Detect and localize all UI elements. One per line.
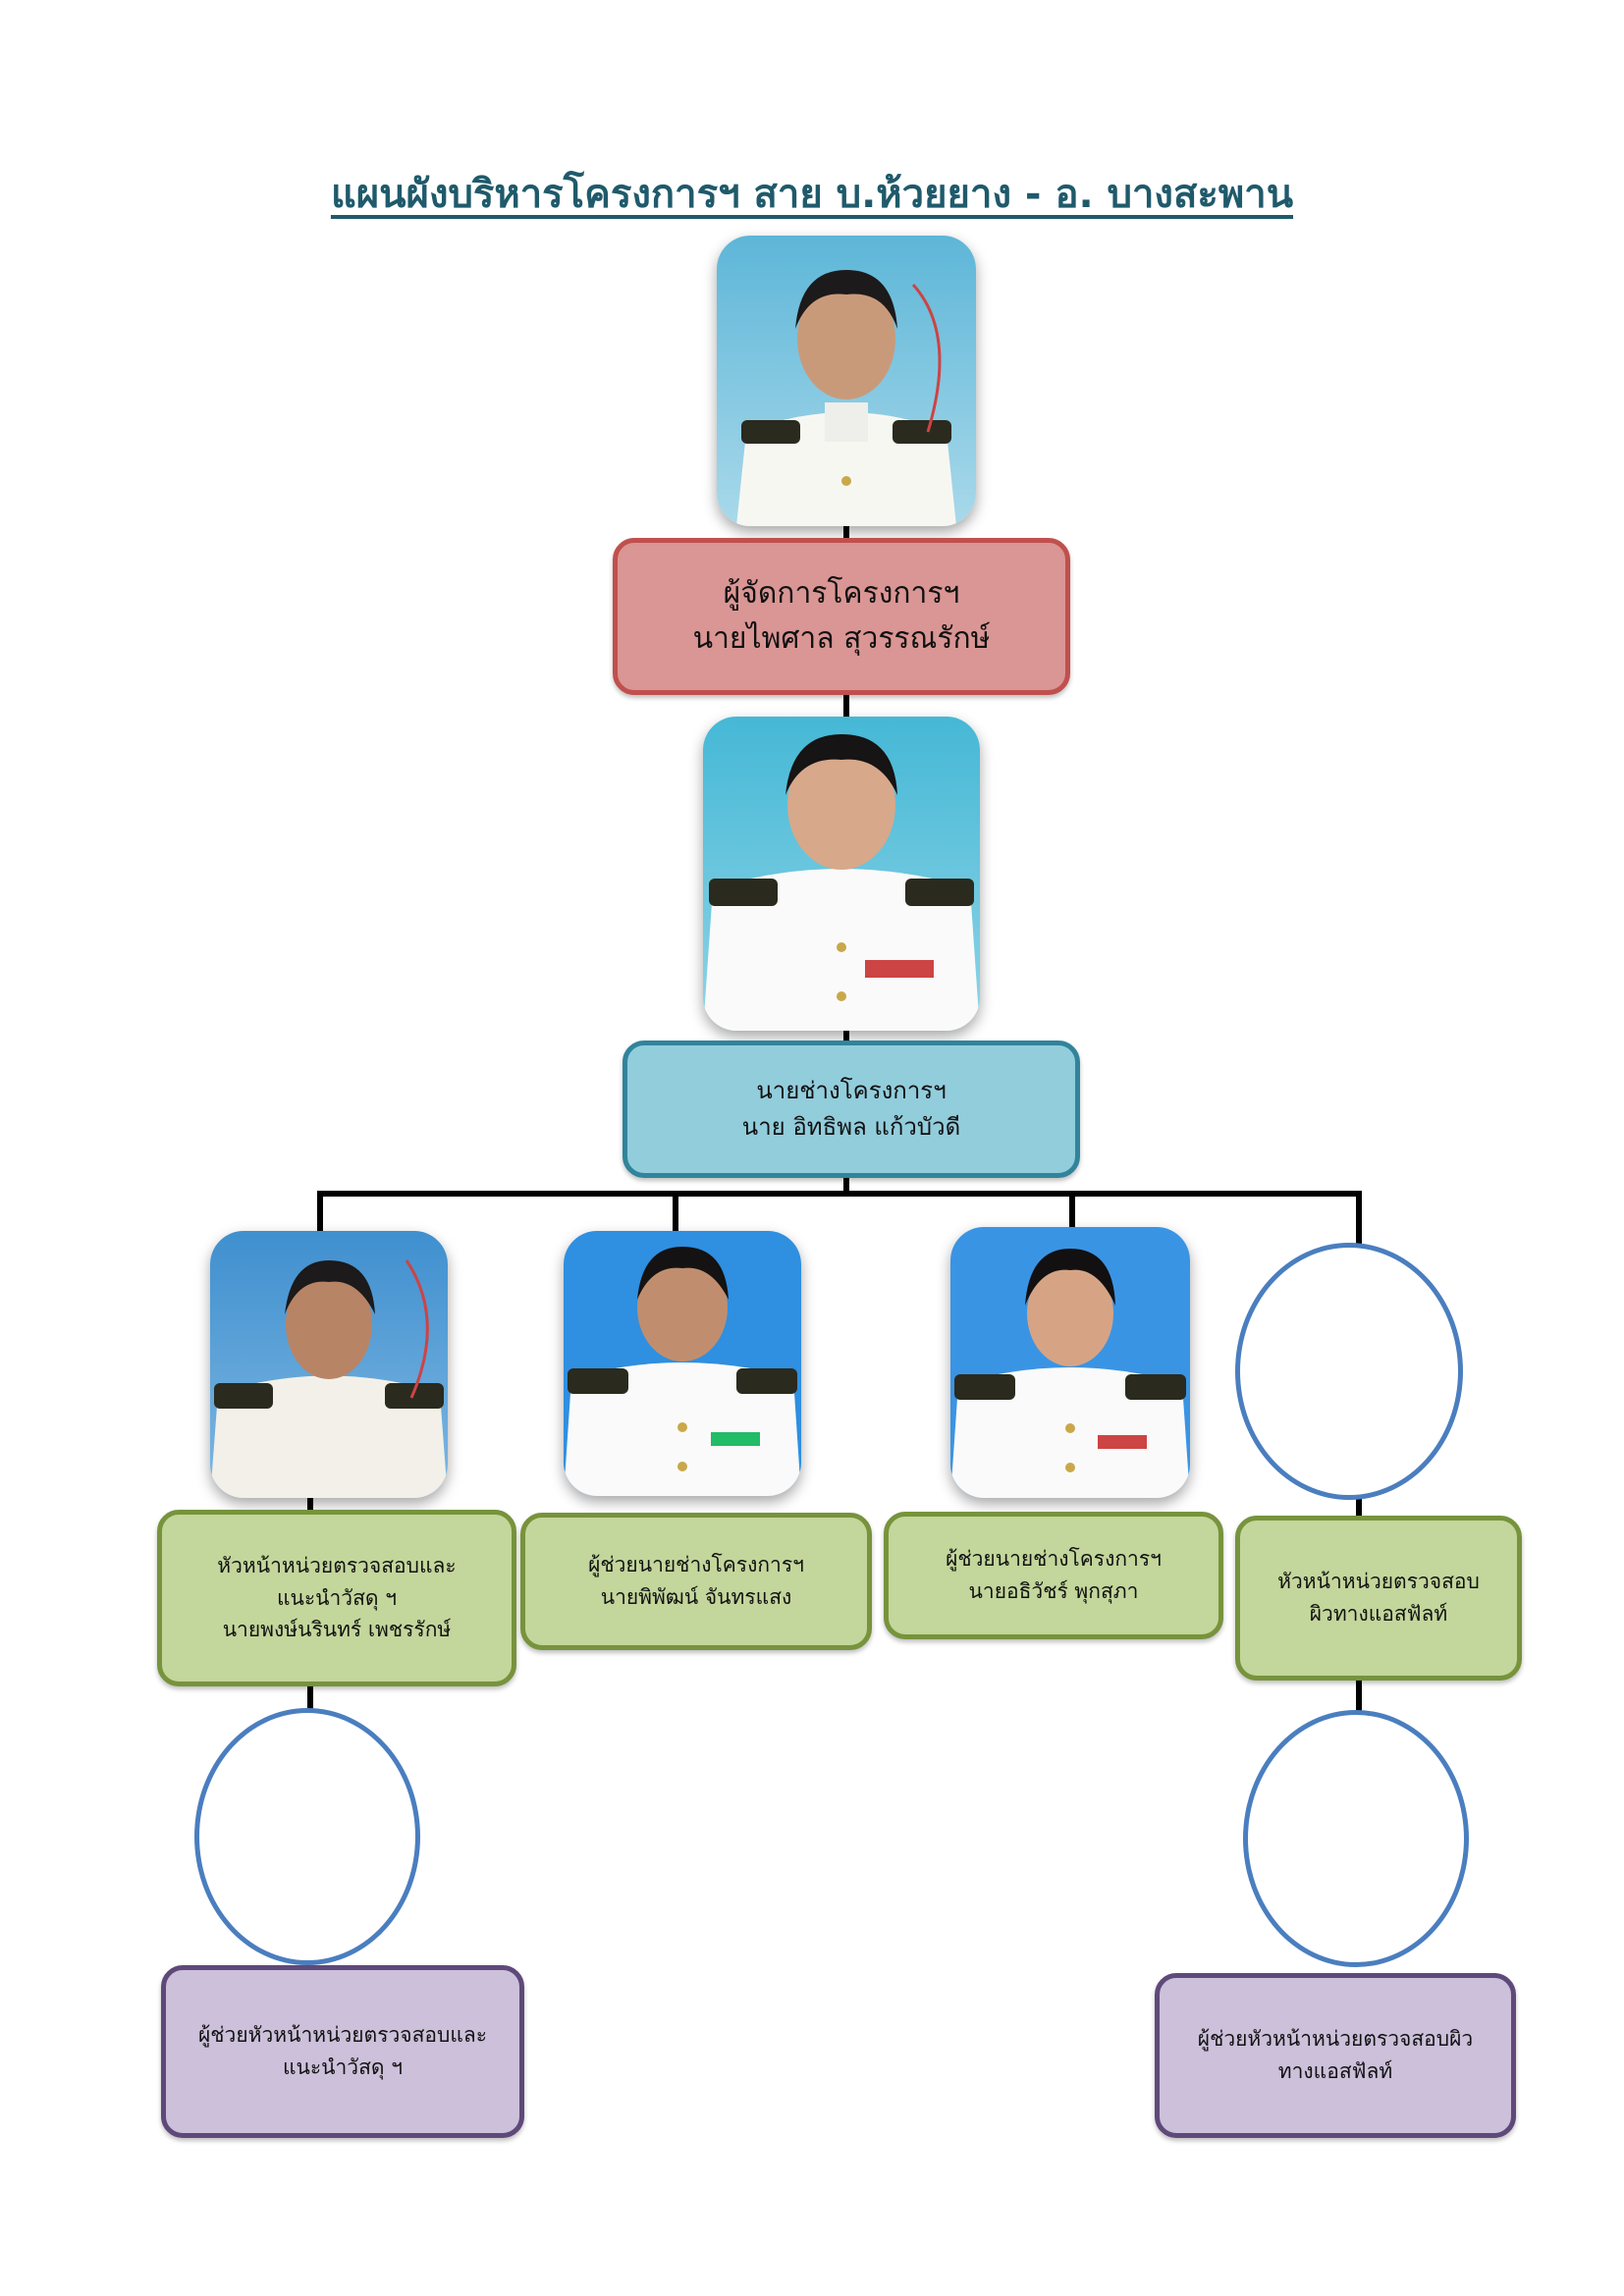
assistant-1-line-2: แนะนำวัสดุ ฯ bbox=[282, 2056, 404, 2079]
engineer-name: นาย อิทธิพล แก้วบัวดี bbox=[741, 1113, 961, 1141]
staff-box-2: ผู้ช่วยนายช่างโครงการฯ นายพิพัฒน์ จันทรแ… bbox=[520, 1513, 872, 1650]
assistant-photo-placeholder-1 bbox=[194, 1708, 420, 1965]
staff-photo-2 bbox=[564, 1231, 801, 1496]
engineer-box: นายช่างโครงการฯ นาย อิทธิพล แก้วบัวดี bbox=[623, 1041, 1080, 1178]
assistant-photo-placeholder-2 bbox=[1243, 1710, 1469, 1967]
page-title: แผนผังบริหารโครงการฯ สาย บ.ห้วยยาง - อ. … bbox=[330, 172, 1294, 217]
engineer-photo bbox=[703, 717, 980, 1031]
staff-photo-1 bbox=[210, 1231, 448, 1498]
manager-role: ผู้จัดการโครงการฯ bbox=[723, 575, 960, 611]
assistant-2-line-2: ทางแอสฟัลท์ bbox=[1277, 2059, 1393, 2083]
manager-box: ผู้จัดการโครงการฯ นายไพศาล สุวรรณรักษ์ bbox=[613, 538, 1070, 695]
engineer-role: นายช่างโครงการฯ bbox=[756, 1076, 947, 1104]
staff-photo-3 bbox=[950, 1227, 1190, 1498]
staff-4-line-2: ผิวทางแอสฟัลท์ bbox=[1309, 1602, 1448, 1626]
staff-box-4: หัวหน้าหน่วยตรวจสอบ ผิวทางแอสฟัลท์ bbox=[1235, 1516, 1522, 1681]
staff-box-1: หัวหน้าหน่วยตรวจสอบและ แนะนำวัสดุ ฯ นายพ… bbox=[157, 1510, 516, 1686]
manager-photo bbox=[717, 236, 976, 526]
staff-1-line-3: นายพงษ์นรินทร์ เพชรรักษ์ bbox=[222, 1618, 452, 1642]
staff-2-line-2: นายพิพัฒน์ จันทรแสง bbox=[600, 1585, 792, 1609]
assistant-box-2: ผู้ช่วยหัวหน้าหน่วยตรวจสอบผิว ทางแอสฟัลท… bbox=[1155, 1973, 1516, 2138]
staff-2-line-1: ผู้ช่วยนายช่างโครงการฯ bbox=[588, 1553, 804, 1577]
staff-4-line-1: หัวหน้าหน่วยตรวจสอบ bbox=[1277, 1570, 1480, 1594]
staff-1-line-1: หัวหน้าหน่วยตรวจสอบและ bbox=[217, 1554, 457, 1578]
staff-box-3: ผู้ช่วยนายช่างโครงการฯ นายอธิวัชร์ พุกสุ… bbox=[884, 1512, 1223, 1639]
assistant-2-line-1: ผู้ช่วยหัวหน้าหน่วยตรวจสอบผิว bbox=[1197, 2027, 1474, 2052]
staff-1-line-2: แนะนำวัสดุ ฯ bbox=[276, 1585, 398, 1610]
assistant-1-line-1: ผู้ช่วยหัวหน้าหน่วยตรวจสอบและ bbox=[197, 2023, 488, 2048]
manager-name: นายไพศาล สุวรรณรักษ์ bbox=[692, 621, 991, 656]
staff-photo-placeholder bbox=[1235, 1243, 1463, 1500]
assistant-box-1: ผู้ช่วยหัวหน้าหน่วยตรวจสอบและ แนะนำวัสดุ… bbox=[161, 1965, 524, 2138]
staff-3-line-2: นายอธิวัชร์ พุกสุภา bbox=[968, 1579, 1139, 1603]
staff-3-line-1: ผู้ช่วยนายช่างโครงการฯ bbox=[946, 1547, 1162, 1572]
